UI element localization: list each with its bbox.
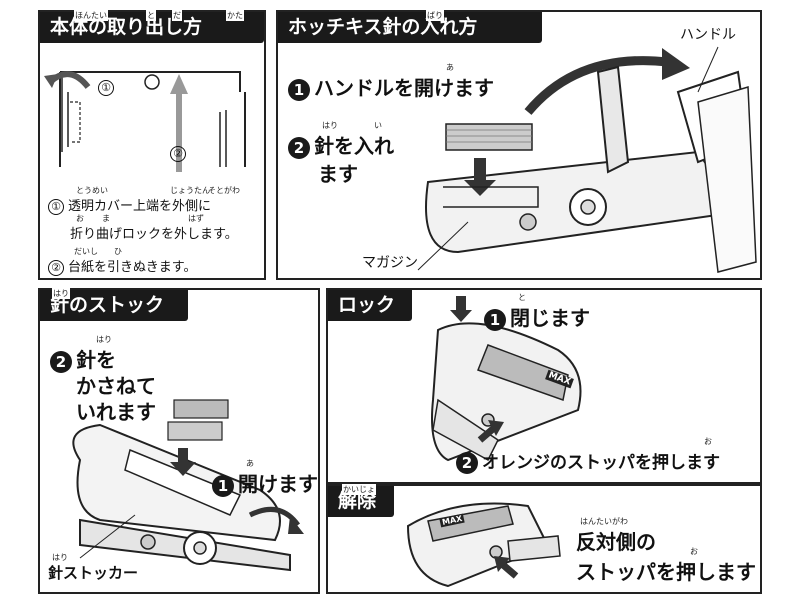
ruby: あ — [246, 459, 254, 468]
ruby: はず — [188, 214, 204, 223]
handle-label: ハンドル — [680, 27, 736, 43]
ruby: お — [704, 437, 712, 446]
ruby: じょうたん — [170, 186, 210, 195]
ruby: と — [518, 293, 526, 302]
title-ruby: だ — [172, 10, 182, 21]
panel-title: 解除 — [328, 486, 394, 517]
stapler-closed-illustration — [431, 296, 582, 462]
step-2-line-2: ます — [318, 162, 358, 186]
stocker-label: 針ストッカー — [48, 564, 139, 582]
ruby: そとがわ — [208, 186, 240, 195]
panel-title: ホッチキス針の入れ方 — [278, 12, 542, 43]
cartridge-illustration — [44, 71, 246, 172]
panel-title: ロック — [328, 290, 412, 321]
step-1-line-2: 折り曲げロックを外します。 — [70, 227, 238, 242]
ruby: とうめい — [76, 186, 108, 195]
ruby: はり — [322, 121, 338, 130]
ruby: い — [374, 121, 382, 130]
panel-body-removal: 本体の取り出し方 ほんたい と だ かた ① ② とうめい じょうたん そとがわ… — [38, 10, 266, 280]
stapler-open-illustration — [417, 46, 757, 273]
ruby: お — [76, 214, 84, 223]
title-ruby: かいじょ — [342, 484, 376, 495]
ruby: ひ — [114, 247, 122, 256]
stapler-stock-illustration — [72, 399, 304, 572]
step-2-line-3: いれます — [76, 400, 156, 424]
title-ruby: ばり — [426, 10, 444, 21]
ruby: あ — [446, 63, 454, 72]
magazine-label: マガジン — [362, 255, 418, 271]
ruby: はんたいがわ — [580, 517, 628, 526]
diagram-mark-2: ② — [170, 146, 186, 162]
ruby: だいし — [74, 247, 98, 256]
release-line-1: 反対側の — [576, 530, 656, 554]
title-ruby: と — [146, 10, 156, 21]
ruby: はり — [52, 553, 68, 562]
release-line-2: ストッパを押します — [576, 560, 756, 584]
ruby: ま — [102, 214, 110, 223]
ruby: はり — [96, 335, 112, 344]
title-ruby: ほんたい — [74, 10, 108, 21]
title-ruby: かた — [226, 10, 244, 21]
diagram-mark-1: ① — [98, 80, 114, 96]
title-ruby: はり — [52, 288, 70, 299]
panel-release: 解除 かいじょ MAX はんたいがわ 反対側の お ストッパを押します — [326, 484, 762, 594]
step-2-line-2: かさねて — [76, 374, 156, 398]
ruby: お — [690, 547, 698, 556]
